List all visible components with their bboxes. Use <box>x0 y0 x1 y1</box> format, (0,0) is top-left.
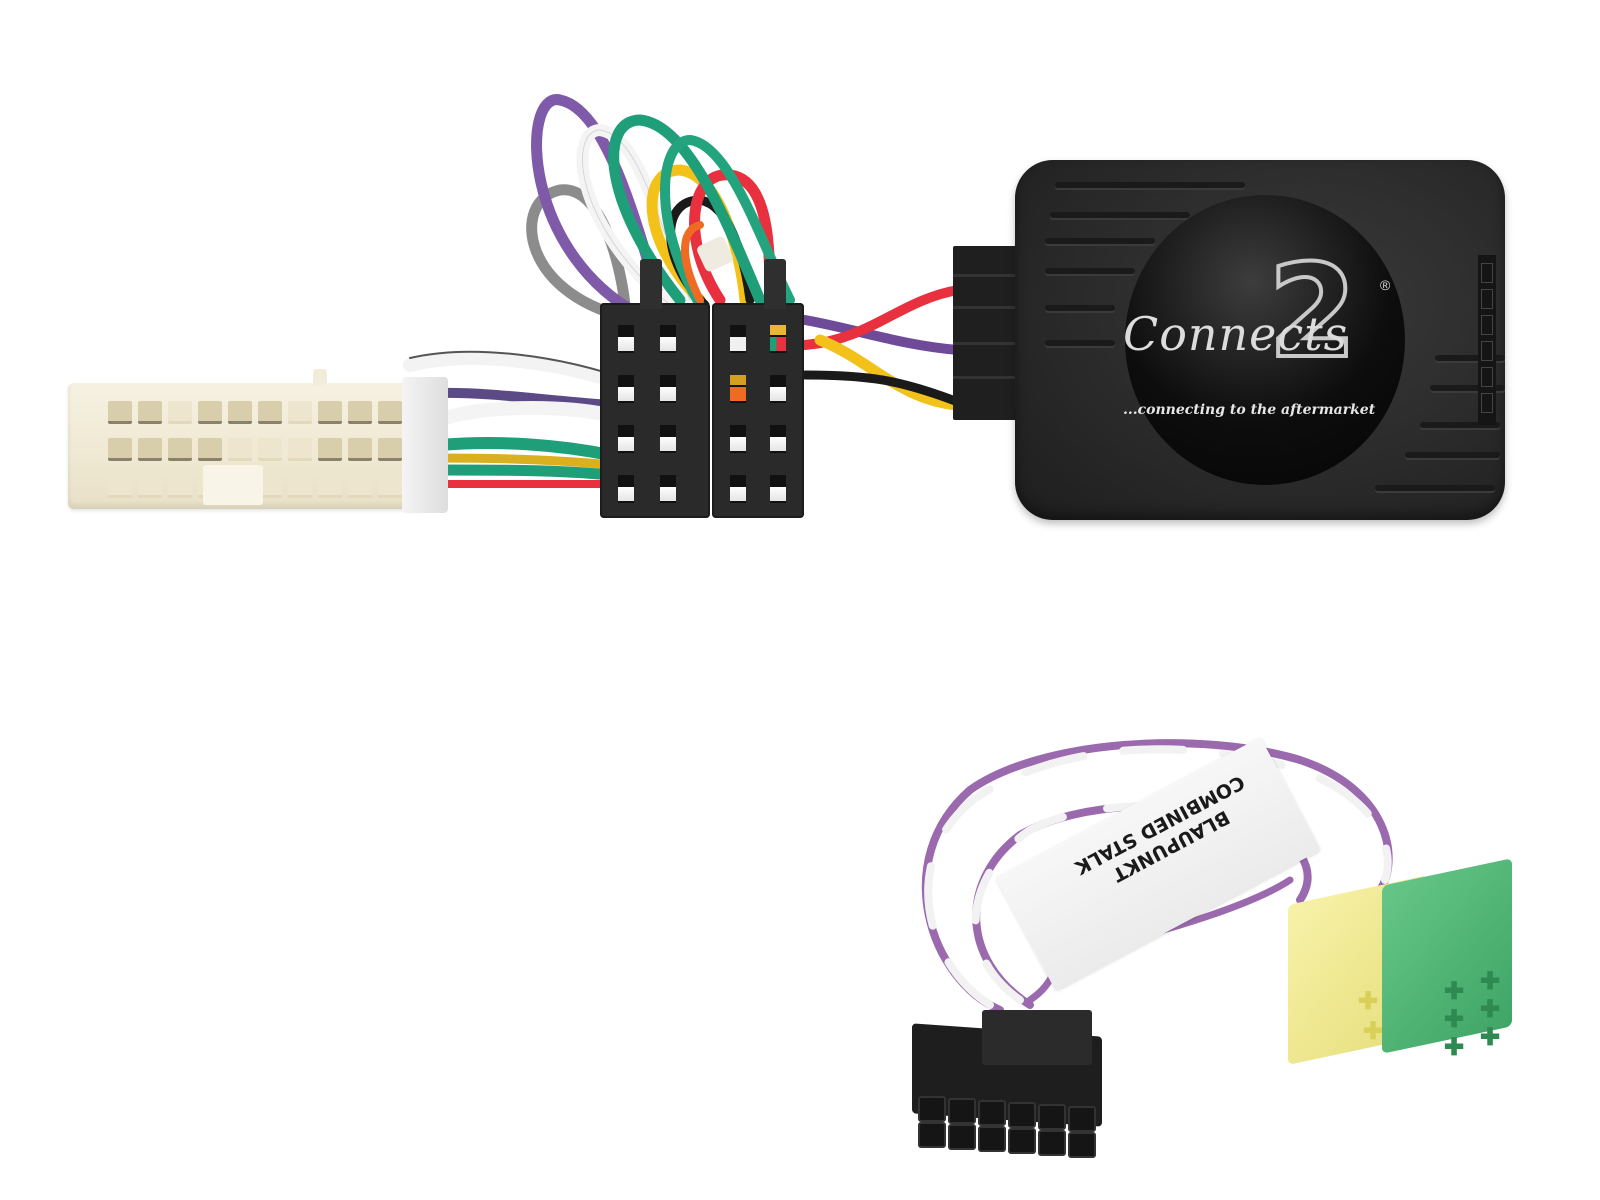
stalk-wire-white-outer <box>924 745 1392 1009</box>
pin-row-middle <box>108 438 402 461</box>
iso-latch <box>764 259 786 309</box>
brand-mark: 2 <box>1266 238 1359 387</box>
wire-white-loop-outline <box>582 129 691 306</box>
wire-green-2 <box>434 464 616 481</box>
steering-control-interface-box: 2 ® Connects ...connecting to the afterm… <box>1015 160 1505 520</box>
wire-orange-loop <box>681 221 704 304</box>
brand-tagline: ...connecting to the aftermarket <box>1123 402 1376 418</box>
mini-iso-green-connector: ✚ ✚ ✚ ✚ ✚ ✚ <box>1382 852 1512 1060</box>
radio-12-pin-connector <box>912 1000 1102 1158</box>
wire-yellow-1 <box>435 453 615 470</box>
brand-wordmark: Connects <box>1123 307 1349 361</box>
molex-latch <box>982 1010 1092 1065</box>
box-input-plug <box>953 246 1021 420</box>
connector-key <box>203 465 263 505</box>
stalk-wire-white-inner <box>971 802 1264 1004</box>
iso-power-connector <box>600 259 710 518</box>
wire-purple-to-box <box>800 315 963 355</box>
vehicle-20-pin-connector <box>68 369 448 513</box>
wire-black-to-box <box>800 370 963 407</box>
pin-row-top <box>108 401 402 424</box>
wire-green-1 <box>434 437 616 461</box>
wire-purple-mid <box>435 387 615 410</box>
box-output-port <box>1478 255 1496 425</box>
wire-green-loop-2 <box>660 134 795 310</box>
connector-tab <box>313 369 327 385</box>
iso-latch <box>640 259 662 309</box>
connector-wire-collar <box>402 377 448 513</box>
registered-mark: ® <box>1380 277 1391 293</box>
wire-green-loop-1 <box>608 114 766 306</box>
iso-speaker-connector <box>712 259 804 518</box>
box-grip-ridge <box>1055 182 1245 188</box>
brand-badge: 2 ® Connects ...connecting to the afterm… <box>1123 195 1405 485</box>
wire-white-mid <box>433 401 617 427</box>
